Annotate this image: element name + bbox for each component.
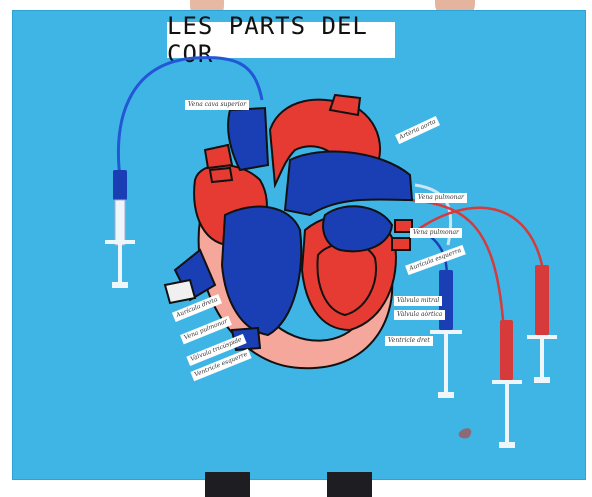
- superior-vena-cava: [228, 108, 268, 170]
- label-valvula-aortica: Vàlvula aòrtica: [394, 310, 445, 320]
- label-ventricle-dret: Ventricle dret: [385, 336, 433, 346]
- syringe-right-blue: [430, 270, 462, 398]
- label-vena-cava-superior: Vena cava superior: [185, 100, 249, 110]
- red-stain: [459, 428, 472, 438]
- label-vena-pulmonar-2: Vena pulmonar: [410, 228, 462, 238]
- vena-cava-opening: [165, 280, 195, 303]
- syringe-right-red-2: [527, 265, 557, 383]
- pulmonary-vein-stub-2: [392, 238, 410, 250]
- label-vena-pulmonar-1: Vena pulmonar: [415, 193, 467, 203]
- syringe-right-red-1: [492, 320, 522, 448]
- left-vessel-2: [210, 168, 232, 182]
- label-valvula-mitral: Vàlvula mitral: [394, 296, 442, 306]
- syringe-left: [105, 170, 135, 288]
- left-vessel-1: [205, 145, 232, 168]
